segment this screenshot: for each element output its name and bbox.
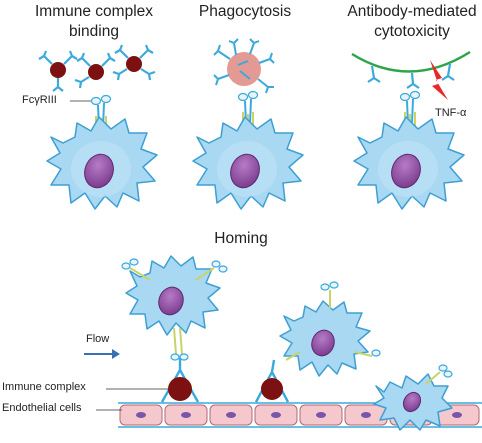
endothelial-cells-label: Endothelial cells bbox=[2, 402, 82, 414]
title-line-1: Immune complex bbox=[34, 3, 154, 20]
nk-cell bbox=[353, 116, 465, 210]
nk-cell bbox=[125, 255, 221, 336]
immune-complex bbox=[74, 52, 116, 89]
endothelial-cell bbox=[209, 404, 253, 426]
homing-panel bbox=[84, 255, 482, 431]
immune-complex bbox=[112, 44, 156, 81]
bound-antibody bbox=[441, 63, 455, 81]
tnf-alpha-bolt bbox=[430, 60, 448, 100]
fc-gamma-riii-label: FcγRIII bbox=[22, 94, 57, 106]
fc-receptor-cluster bbox=[425, 364, 453, 385]
phagocytosed-complex bbox=[213, 38, 275, 94]
endothelial-cell bbox=[164, 404, 208, 426]
panel-title-immune-complex-binding: Immune complex binding bbox=[34, 3, 154, 41]
adcc-panel bbox=[351, 50, 471, 210]
endothelial-cell bbox=[119, 404, 163, 426]
flow-arrow bbox=[84, 349, 120, 359]
title-line-2: cytotoxicity bbox=[374, 23, 450, 41]
bound-immune-complex bbox=[160, 358, 200, 403]
homing-title: Homing bbox=[214, 230, 268, 247]
title-line-1: Antibody-mediated bbox=[347, 3, 477, 20]
bound-immune-complex bbox=[254, 359, 290, 403]
immune-complex-label: Immune complex bbox=[2, 381, 86, 393]
endothelial-cell bbox=[254, 404, 298, 426]
panel-title-adcc: Antibody-mediated cytotoxicity bbox=[347, 3, 477, 41]
phagocytosis-panel bbox=[192, 38, 304, 210]
flow-label: Flow bbox=[86, 333, 110, 345]
fc-receptor bbox=[399, 90, 421, 126]
nk-cell bbox=[279, 300, 371, 377]
panel-title-phagocytosis: Phagocytosis bbox=[198, 3, 292, 20]
nk-cell bbox=[192, 116, 304, 210]
immune-complex bbox=[38, 50, 78, 92]
nk-cell bbox=[46, 116, 158, 210]
bound-antibody bbox=[367, 65, 381, 83]
endothelial-cell bbox=[344, 404, 388, 426]
bound-antibody bbox=[406, 72, 420, 89]
target-cell-membrane bbox=[351, 50, 471, 73]
endothelial-cell bbox=[299, 404, 343, 426]
immune-complex-panel bbox=[38, 44, 158, 210]
nk-cell bbox=[373, 373, 453, 431]
fc-receptor-cluster bbox=[285, 281, 381, 361]
title-line-2: binding bbox=[68, 23, 119, 41]
fc-receptor bbox=[237, 90, 259, 126]
fc-receptor-cluster bbox=[121, 258, 228, 361]
tnf-alpha-label: TNF-α bbox=[435, 107, 467, 119]
